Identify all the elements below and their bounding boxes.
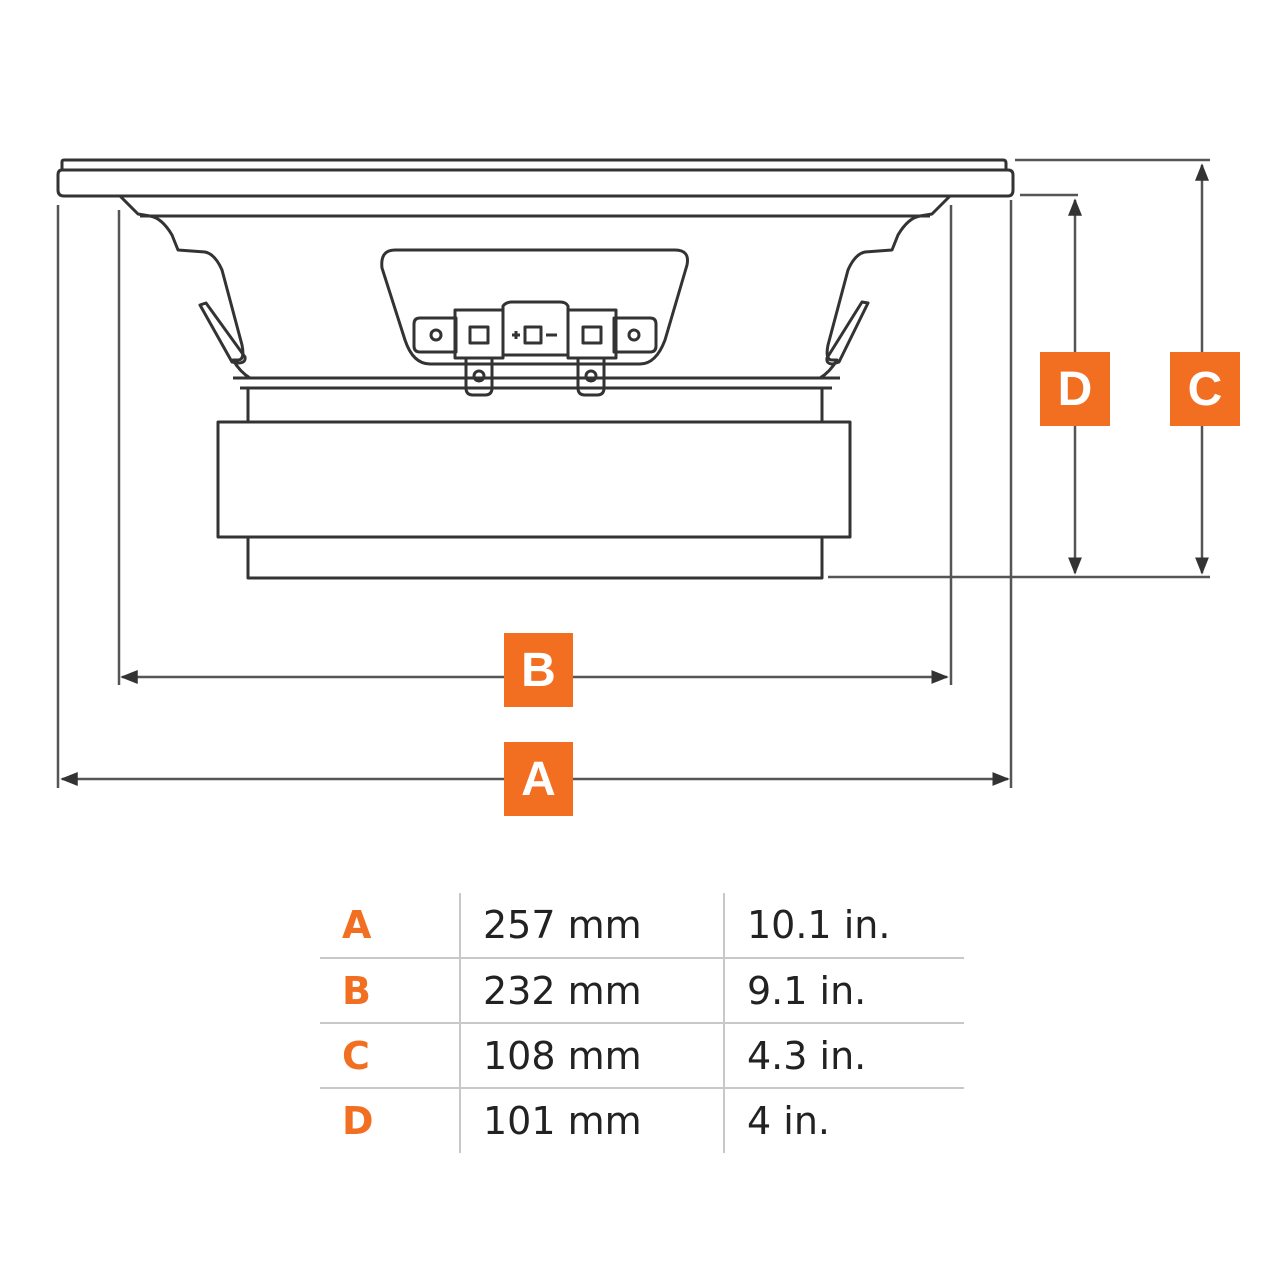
gasket-rim [60,158,1008,170]
vent-left [198,301,247,365]
dimension-lines [56,158,1210,788]
basket-right [819,194,952,380]
terminal-block [412,300,658,397]
dimension-mm: 101 mm [459,1087,724,1153]
dimension-label-c: C [1170,352,1240,426]
vent-right [825,300,870,366]
basket-ring [233,376,840,390]
mounting-flange [56,168,1015,198]
table-row: B 232 mm 9.1 in. [320,957,964,1023]
dimension-mm: 232 mm [459,957,724,1023]
dimension-key: A [342,903,372,947]
dimension-key: C [320,1022,460,1088]
dimension-key: B [320,957,460,1023]
dimension-inches: 9.1 in. [723,957,964,1023]
dimension-label-d: D [1040,352,1110,426]
dimension-label-a: A [504,742,573,816]
dimension-mm: 108 mm [459,1022,724,1088]
dimension-inches: 4.3 in. [723,1022,964,1088]
dimension-inches: 10.1 in. [723,893,964,958]
motor-back-plate [246,537,824,580]
table-row: D 101 mm 4 in. [320,1087,964,1153]
magnet [216,420,852,539]
terminal-window [380,248,689,366]
dimension-label-b: B [504,633,573,707]
table-row: C 108 mm 4.3 in. [320,1022,964,1088]
dimension-key: D [320,1087,460,1153]
motor-top-plate [246,388,824,422]
speaker-outline [56,158,1015,580]
basket-left [118,194,251,380]
dimension-mm: 257 mm [459,893,724,958]
dimensions-table: A 257 mm 10.1 in. B 232 mm 9.1 in. C 108… [320,893,964,1153]
table-row: A 257 mm 10.1 in. [320,893,964,958]
dimension-inches: 4 in. [723,1087,964,1153]
speaker-dimension-drawing [56,158,1210,788]
